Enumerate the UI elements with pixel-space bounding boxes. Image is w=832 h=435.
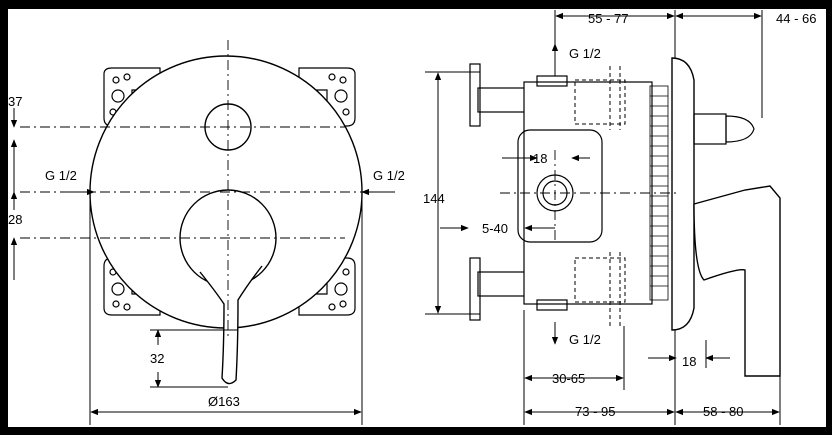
- dim-44-66-label: 44 - 66: [776, 11, 816, 26]
- dim-28-label: 28: [8, 212, 22, 227]
- front-dimensions: [10, 108, 395, 425]
- valve-body-inner: [517, 129, 603, 243]
- dim-18-bottom-label: 18: [682, 354, 696, 369]
- lever-handle-side: [693, 185, 781, 377]
- dim-30-65-label: 30-65: [552, 371, 585, 386]
- outlet-bottom-label: G 1/2: [569, 332, 601, 347]
- mounting-lug-bottom-left: [103, 257, 161, 316]
- dim-18-top-label: 18: [533, 151, 547, 166]
- dim-73-95-label: 73 - 95: [575, 404, 615, 419]
- diverter-knob-side: [693, 113, 727, 145]
- dim-5-40-label: 5-40: [482, 221, 508, 236]
- dim-diameter-label: Ø163: [208, 394, 240, 409]
- front-view: [89, 55, 363, 385]
- mounting-lug-top-right: [298, 67, 356, 127]
- dim-58-80-label: 58 - 80: [703, 404, 743, 419]
- front-labels: 37 28 G 1/2 G 1/2 32 Ø163: [8, 94, 405, 409]
- side-view: [469, 57, 781, 377]
- pipe-stub-bottom: [469, 257, 481, 321]
- lever-handle: [199, 265, 263, 385]
- inlet-left-label: G 1/2: [45, 168, 77, 183]
- dim-32-label: 32: [150, 351, 164, 366]
- dim-55-77-label: 55 - 77: [588, 11, 628, 26]
- dim-37-label: 37: [8, 94, 22, 109]
- cover-plate-side: [671, 57, 695, 331]
- side-labels: 55 - 77 44 - 66 G 1/2 144 18 5-40 G 1/2 …: [423, 11, 816, 419]
- mounting-lug-bottom-right: [298, 257, 356, 316]
- outlet-bottom: [536, 299, 568, 311]
- side-centerlines: [500, 150, 680, 240]
- outlet-top: [536, 75, 568, 87]
- side-dimensions: [425, 10, 781, 425]
- outlet-top-label: G 1/2: [569, 46, 601, 61]
- pipe-stub-top: [469, 63, 481, 127]
- inlet-right-label: G 1/2: [373, 168, 405, 183]
- dim-144-label: 144: [423, 191, 445, 206]
